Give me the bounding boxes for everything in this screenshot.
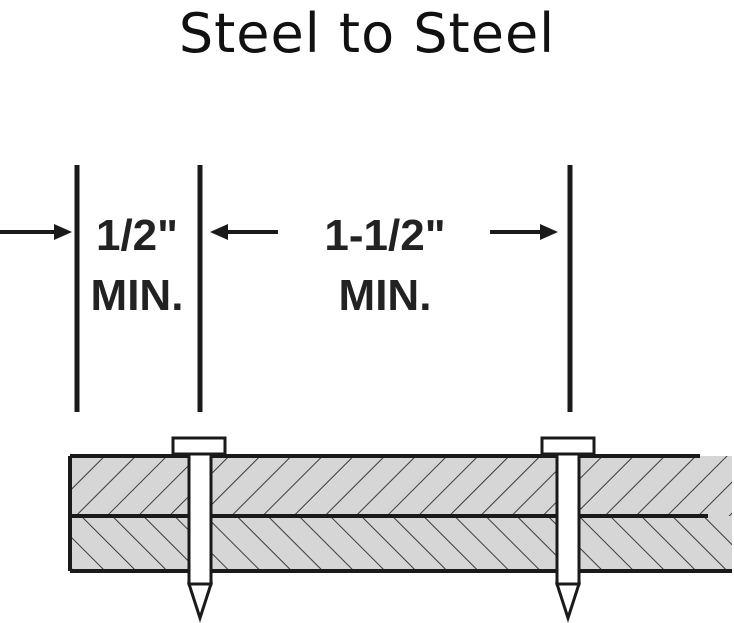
edge-distance-value: 1/2" bbox=[96, 211, 178, 260]
arrow-spacing-left bbox=[210, 224, 278, 240]
diagram-title: Steel to Steel bbox=[178, 2, 556, 65]
fastener-left bbox=[171, 436, 227, 623]
arrow-spacing-right bbox=[490, 224, 558, 240]
steel-plate-bottom bbox=[70, 516, 732, 571]
spacing-qualifier: MIN. bbox=[339, 271, 432, 320]
fastener-right bbox=[540, 436, 596, 623]
spacing-value: 1-1/2" bbox=[324, 211, 445, 260]
edge-distance-qualifier: MIN. bbox=[91, 271, 184, 320]
steel-plate-top bbox=[70, 456, 732, 516]
arrow-edge-left bbox=[0, 224, 72, 240]
